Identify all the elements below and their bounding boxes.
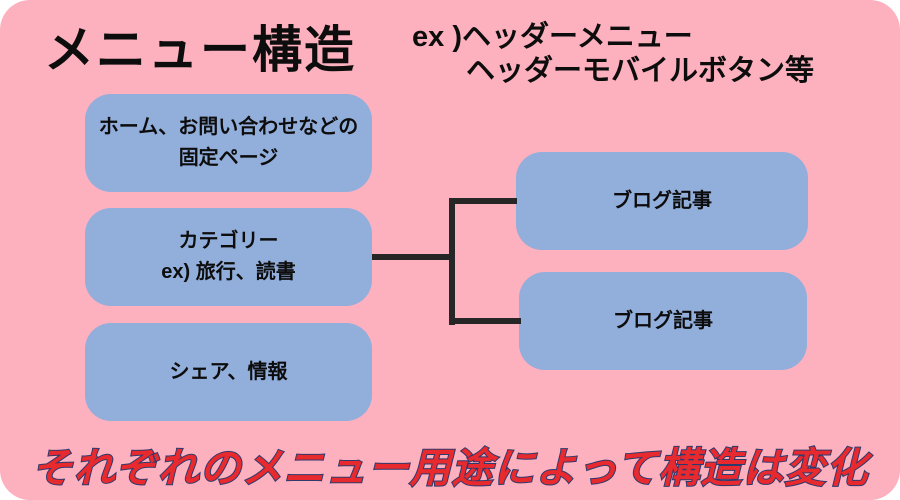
node-fixed-pages: ホーム、お問い合わせなどの 固定ページ	[85, 94, 372, 192]
node-category: カテゴリー ex) 旅行、読書	[85, 208, 372, 306]
connector-branch-to-blog-1	[449, 198, 517, 204]
example-note: ex )ヘッダーメニュー ヘッダーモバイルボタン等	[412, 20, 814, 88]
node-blog-post-1-label: ブログ記事	[612, 189, 712, 212]
connector-branch-to-blog-2	[449, 318, 521, 324]
connector-branch-vertical	[449, 198, 455, 325]
node-fixed-pages-line-2: 固定ページ	[178, 147, 279, 169]
node-blog-post-2: ブログ記事	[519, 272, 807, 370]
caption: それぞれのメニュー用途によって構造は変化	[31, 444, 869, 492]
node-category-line-2: ex) 旅行、読書	[161, 261, 296, 283]
example-note-line-1: ex )ヘッダーメニュー	[412, 21, 693, 53]
node-share-info: シェア、情報	[85, 323, 372, 421]
node-blog-post-1: ブログ記事	[516, 152, 808, 250]
example-note-line-2: ヘッダーモバイルボタン等	[466, 55, 815, 88]
node-blog-post-2-label: ブログ記事	[613, 309, 713, 332]
node-share-info-line-1: シェア、情報	[169, 360, 288, 383]
connector-category-to-branch	[372, 254, 455, 260]
node-category-line-1: カテゴリー	[178, 230, 279, 252]
node-fixed-pages-line-1: ホーム、お問い合わせなどの	[98, 116, 359, 138]
page-title: メニュー構造	[44, 22, 356, 78]
